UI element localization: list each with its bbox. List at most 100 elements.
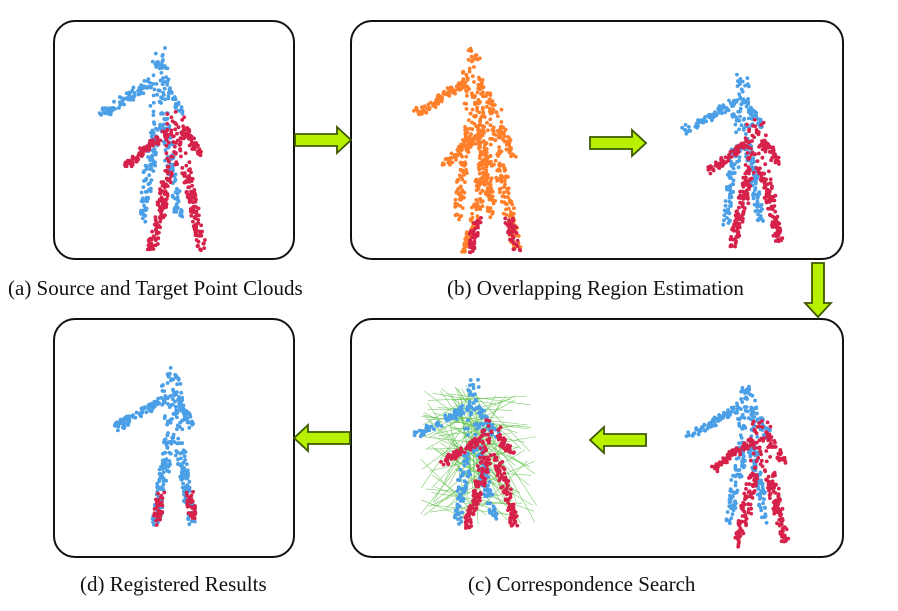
cloud-point xyxy=(175,427,179,432)
cloud-point xyxy=(740,389,744,393)
cloud-point xyxy=(493,138,498,143)
cloud-point xyxy=(732,502,737,506)
cloud-point xyxy=(725,187,729,192)
cloud-point xyxy=(463,426,467,431)
cloud-point xyxy=(485,470,490,475)
cloud-point xyxy=(163,414,167,418)
cloud-point xyxy=(116,424,121,429)
cloud-point xyxy=(180,469,184,474)
cloud-point xyxy=(191,490,196,494)
cloud-point xyxy=(480,114,485,119)
cloud-point xyxy=(481,422,486,427)
cloud-point xyxy=(751,473,755,478)
cloud-point xyxy=(475,133,479,138)
cloud-point xyxy=(148,85,153,90)
cloud-point xyxy=(192,204,196,209)
cloud-point xyxy=(715,469,720,474)
cloud-point xyxy=(125,414,130,419)
cloud-point xyxy=(480,124,485,129)
cloud-point xyxy=(189,213,194,218)
cloud-point xyxy=(728,188,733,193)
cloud-point xyxy=(492,508,497,513)
cloud-point xyxy=(724,413,729,418)
cloud-point xyxy=(767,169,771,174)
arrow-left-c-to-d xyxy=(292,423,351,453)
cloud-point xyxy=(780,506,785,511)
cloud-point xyxy=(123,417,128,422)
cloud-point xyxy=(192,141,196,146)
cloud-point xyxy=(180,396,185,400)
cloud-point xyxy=(709,113,714,117)
cloud-point xyxy=(490,492,494,497)
cloud-point xyxy=(462,459,467,464)
cloud-point xyxy=(463,80,468,85)
cloud-point xyxy=(176,376,181,381)
cloud-point xyxy=(733,213,738,218)
cloud-point xyxy=(469,49,474,53)
cloud-point xyxy=(759,508,764,513)
cloud-point xyxy=(755,205,760,209)
cloud-point xyxy=(760,481,765,486)
cloud-point xyxy=(134,410,139,415)
cloud-point xyxy=(733,244,737,249)
cloud-point xyxy=(509,230,514,235)
cloud-point xyxy=(171,397,175,401)
cloud-point xyxy=(473,94,477,98)
cloud-point xyxy=(443,413,448,417)
cloud-point xyxy=(474,422,478,426)
cloud-point xyxy=(488,188,492,193)
cloud-point xyxy=(741,500,746,505)
cloud-point xyxy=(752,135,756,140)
cloud-point xyxy=(165,127,170,132)
cloud-point xyxy=(724,518,729,523)
correspondence-line xyxy=(422,397,472,426)
cloud-point xyxy=(740,426,745,431)
cloud-point xyxy=(184,462,189,466)
cloud-point xyxy=(476,162,481,167)
cloud-point xyxy=(466,457,470,461)
cloud-point xyxy=(175,408,180,413)
cloud-point xyxy=(747,187,751,191)
cloud-point xyxy=(179,108,183,113)
cloud-point xyxy=(474,506,479,511)
cloud-point xyxy=(161,479,166,483)
cloud-point xyxy=(470,235,475,240)
cloud-point xyxy=(728,183,733,188)
cloud-point xyxy=(499,173,503,178)
cloud-point xyxy=(741,531,746,536)
cloud-point xyxy=(766,145,771,150)
cloud-point xyxy=(481,128,486,133)
cloud-point xyxy=(465,77,470,82)
correspondence-line xyxy=(420,439,481,515)
cloud-point xyxy=(476,385,481,389)
cloud-point xyxy=(487,209,491,214)
cloud-point xyxy=(699,118,703,123)
cloud-point xyxy=(473,56,477,61)
cloud-point xyxy=(457,217,461,222)
cloud-point xyxy=(754,114,759,119)
cloud-point xyxy=(752,202,757,207)
cloud-point xyxy=(173,104,178,108)
cloud-point xyxy=(515,523,520,528)
cloud-point xyxy=(488,179,493,184)
cloud-point xyxy=(169,377,174,381)
cloud-point xyxy=(472,221,476,226)
cloud-point xyxy=(777,510,782,514)
cloud-point xyxy=(437,99,442,103)
cloud-point xyxy=(188,497,193,502)
cloud-point xyxy=(132,94,137,99)
cloud-point xyxy=(415,107,419,112)
cloud-point xyxy=(419,429,424,434)
cloud-point xyxy=(163,394,168,398)
cloud-point xyxy=(159,95,163,100)
cloud-point xyxy=(470,249,475,254)
cloud-point xyxy=(165,468,170,473)
cloud-point xyxy=(746,391,751,395)
cloud-point xyxy=(160,54,165,58)
cloud-point xyxy=(751,419,756,424)
cloud-point xyxy=(486,475,491,479)
cloud-point xyxy=(182,492,186,497)
cloud-point xyxy=(745,397,749,401)
cloud-point xyxy=(181,406,185,410)
cloud-point xyxy=(737,205,741,210)
